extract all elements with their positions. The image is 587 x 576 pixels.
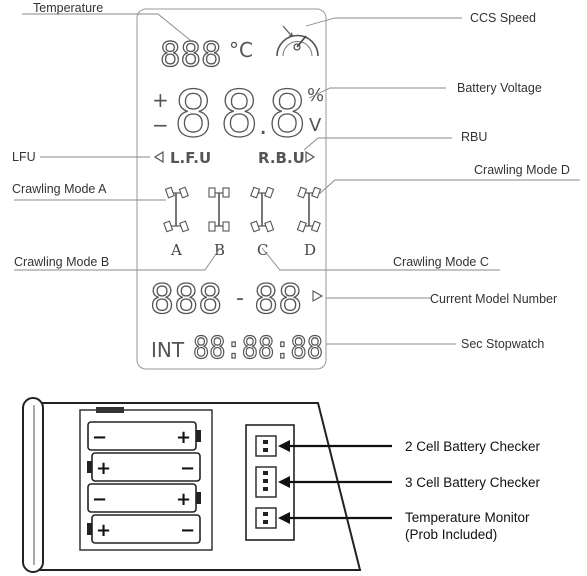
voltage-minus-sign: − [152, 113, 169, 137]
voltage-digit-2: 8 [220, 78, 259, 152]
label-two-cell-checker: 2 Cell Battery Checker [405, 439, 541, 454]
label-current-model-number: Current Model Number [430, 292, 557, 306]
voltage-decimal-point: . [259, 111, 267, 141]
cell-4-sign-right: − [180, 520, 195, 541]
mode-letter-a: A [170, 241, 182, 259]
crawling-mode-a-icon [163, 186, 190, 233]
label-temperature: Temperature [33, 1, 103, 15]
ccs-speed-gauge-icon [276, 25, 319, 57]
cell-2-sign-right: − [180, 458, 195, 479]
mode-letter-d: D [304, 241, 316, 259]
crawling-mode-d-icon [296, 186, 322, 233]
battery-cell-3 [87, 483, 201, 513]
arrow-temperature-monitor [278, 512, 392, 524]
three-cell-connector [255, 466, 277, 498]
label-sec-stopwatch: Sec Stopwatch [461, 337, 544, 351]
temperature-digits: 888 [160, 35, 221, 75]
label-lfu: LFU [12, 150, 36, 164]
cell-2-sign-left: + [96, 458, 111, 479]
cell-4-sign-left: + [96, 520, 111, 541]
cell-compartment-tab [96, 407, 124, 413]
cell-compartment [79, 409, 213, 551]
model-number-arrow-icon [312, 290, 324, 302]
battery-cell-1 [87, 421, 201, 451]
battery-cell-2 [87, 452, 201, 482]
label-three-cell-checker: 3 Cell Battery Checker [405, 475, 541, 490]
leader-ccs-speed [305, 17, 462, 27]
arrow-two-cell [278, 440, 392, 452]
two-cell-connector [255, 435, 277, 457]
mode-letter-b: B [214, 241, 225, 259]
lfu-arrow-icon [153, 150, 164, 164]
cell-1-sign-left: − [92, 427, 107, 448]
leader-battery-voltage [308, 87, 446, 99]
leader-crawling-mode-d [317, 179, 580, 196]
model-number-digits-2: 88 [254, 277, 302, 323]
crawling-mode-b-icon [208, 187, 230, 232]
lfu-indicator: L.F.U [170, 149, 211, 167]
mode-letter-c: C [257, 241, 268, 259]
crawling-mode-c-icon [250, 186, 275, 233]
voltage-plus-sign: + [152, 88, 169, 112]
voltage-digit-3: 8 [268, 78, 307, 152]
volt-unit: V [309, 115, 322, 136]
leader-crawling-mode-b [14, 247, 221, 271]
percent-sign: % [307, 85, 324, 106]
label-crawling-mode-b: Crawling Mode B [14, 255, 109, 269]
label-crawling-mode-a: Crawling Mode A [12, 182, 107, 196]
label-rbu: RBU [461, 130, 487, 144]
label-crawling-mode-d: Crawling Mode D [474, 163, 570, 177]
cell-3-sign-right: + [176, 489, 191, 510]
label-temperature-monitor-note: (Prob Included) [405, 527, 497, 542]
voltage-digit-1: 8 [174, 78, 213, 152]
label-ccs-speed: CCS Speed [470, 11, 536, 25]
temperature-unit: °C [229, 38, 253, 62]
label-crawling-mode-c: Crawling Mode C [393, 255, 489, 269]
cell-3-sign-left: − [92, 489, 107, 510]
arrow-three-cell [278, 476, 392, 488]
rbu-indicator: R.B.U [258, 149, 305, 167]
model-number-digits-1: 888 [150, 277, 222, 323]
leader-rbu [303, 137, 452, 151]
battery-cell-4 [87, 514, 201, 544]
label-battery-voltage: Battery Voltage [457, 81, 542, 95]
lcd-panel-frame [136, 8, 327, 370]
int-label: INT [151, 338, 185, 362]
cell-1-sign-right: + [176, 427, 191, 448]
label-temperature-monitor: Temperature Monitor [405, 510, 530, 525]
temperature-monitor-connector [255, 507, 277, 529]
model-number-dash: - [236, 286, 244, 311]
leader-temperature [22, 13, 191, 41]
side-latch [22, 397, 44, 573]
leader-crawling-mode-c [261, 247, 500, 271]
rbu-arrow-icon [305, 150, 316, 164]
stopwatch-digits: 88:88:88 [193, 331, 323, 366]
